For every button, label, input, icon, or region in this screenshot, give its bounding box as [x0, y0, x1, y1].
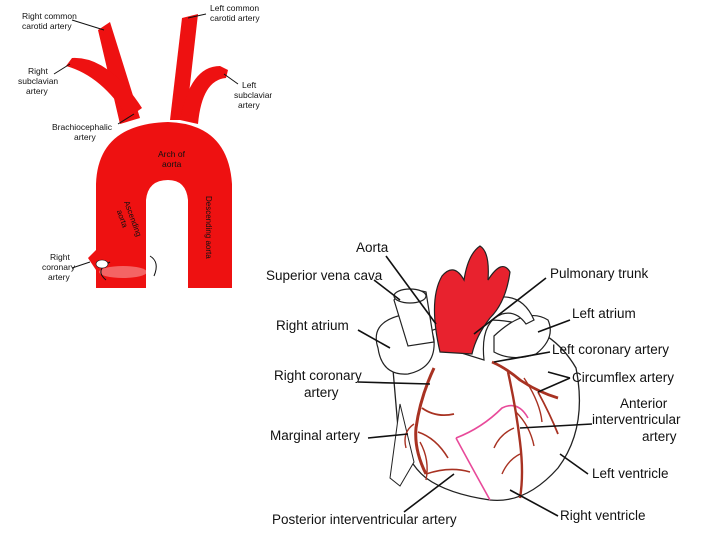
label-anterior-interventricular-1: Anterior — [620, 396, 668, 411]
label-posterior-interventricular: Posterior interventricular artery — [272, 512, 457, 527]
aortic-arch-svg: Right common carotid artery Left common … — [18, 3, 272, 288]
label-left-common-carotid-1: Left common — [210, 3, 259, 13]
label-anterior-interventricular-3: artery — [642, 429, 677, 444]
leader-right-common-carotid — [71, 19, 105, 31]
label-right-coronary-artery-2: artery — [304, 385, 339, 400]
label-right-coronary-3: artery — [48, 272, 70, 282]
heart-coronary-svg: Aorta Superior vena cava Pulmonary trunk… — [266, 240, 681, 527]
leader-right-coronary — [71, 261, 91, 269]
label-right-common-carotid-2: carotid artery — [22, 21, 72, 31]
label-brachiocephalic-1: Brachiocephalic — [52, 122, 113, 132]
leader-brachiocephalic — [117, 113, 135, 125]
label-arch-of-aorta-2: aorta — [162, 159, 182, 169]
leader-superior-vena-cava — [373, 279, 401, 301]
leader-anterior-interventricular — [519, 423, 593, 429]
label-left-ventricle: Left ventricle — [592, 466, 669, 481]
leader-right-subclavian — [53, 63, 71, 75]
leader-left-atrium — [537, 319, 571, 333]
label-right-subclavian-1: Right — [28, 66, 48, 76]
heart-coronary-diagram: Aorta Superior vena cava Pulmonary trunk… — [258, 228, 720, 540]
label-left-coronary-artery: Left coronary artery — [552, 342, 669, 357]
leader-aorta — [385, 255, 437, 325]
leader-circumflex-artery-2 — [547, 371, 571, 379]
label-pulmonary-trunk: Pulmonary trunk — [550, 266, 649, 281]
label-left-subclavian-3: artery — [238, 100, 260, 110]
label-right-subclavian-3: artery — [26, 86, 48, 96]
label-right-common-carotid-1: Right common — [22, 11, 77, 21]
label-right-atrium: Right atrium — [276, 318, 349, 333]
leader-right-ventricle — [509, 489, 559, 517]
label-descending-aorta: Descending aorta — [204, 196, 213, 259]
leader-left-coronary-artery — [493, 351, 551, 363]
leader-right-coronary-artery — [357, 381, 431, 385]
leader-pulmonary-trunk — [473, 277, 547, 335]
leader-right-atrium — [357, 329, 391, 349]
label-left-atrium: Left atrium — [572, 306, 636, 321]
leader-left-common-carotid — [187, 13, 207, 19]
aortic-arch-diagram: Right common carotid artery Left common … — [10, 0, 272, 290]
label-aorta: Aorta — [356, 240, 389, 255]
label-descending-aorta-group: Descending aorta — [204, 196, 213, 259]
aortic-arch-illustration — [66, 14, 232, 288]
label-arch-of-aorta-1: Arch of — [158, 149, 186, 159]
label-circumflex-artery: Circumflex artery — [572, 370, 674, 385]
heart-illustration — [375, 245, 581, 502]
label-right-ventricle: Right ventricle — [560, 508, 646, 523]
leader-marginal-artery — [367, 433, 409, 439]
label-anterior-interventricular-2: interventricular — [592, 412, 681, 427]
label-right-coronary-artery-1: Right coronary — [274, 368, 362, 383]
leader-left-subclavian — [223, 73, 239, 85]
label-marginal-artery: Marginal artery — [270, 428, 360, 443]
leader-circumflex-artery-1 — [537, 377, 571, 393]
label-right-subclavian-2: subclavian — [18, 76, 58, 86]
label-left-subclavian-1: Left — [242, 80, 257, 90]
label-superior-vena-cava: Superior vena cava — [266, 268, 383, 283]
label-left-subclavian-2: subclavian — [234, 90, 272, 100]
leader-posterior-interventricular — [403, 473, 455, 513]
label-right-coronary-1: Right — [50, 252, 70, 262]
label-brachiocephalic-2: artery — [74, 132, 96, 142]
label-left-common-carotid-2: carotid artery — [210, 13, 260, 23]
leader-left-ventricle — [559, 453, 589, 475]
label-right-coronary-2: coronary — [42, 262, 76, 272]
